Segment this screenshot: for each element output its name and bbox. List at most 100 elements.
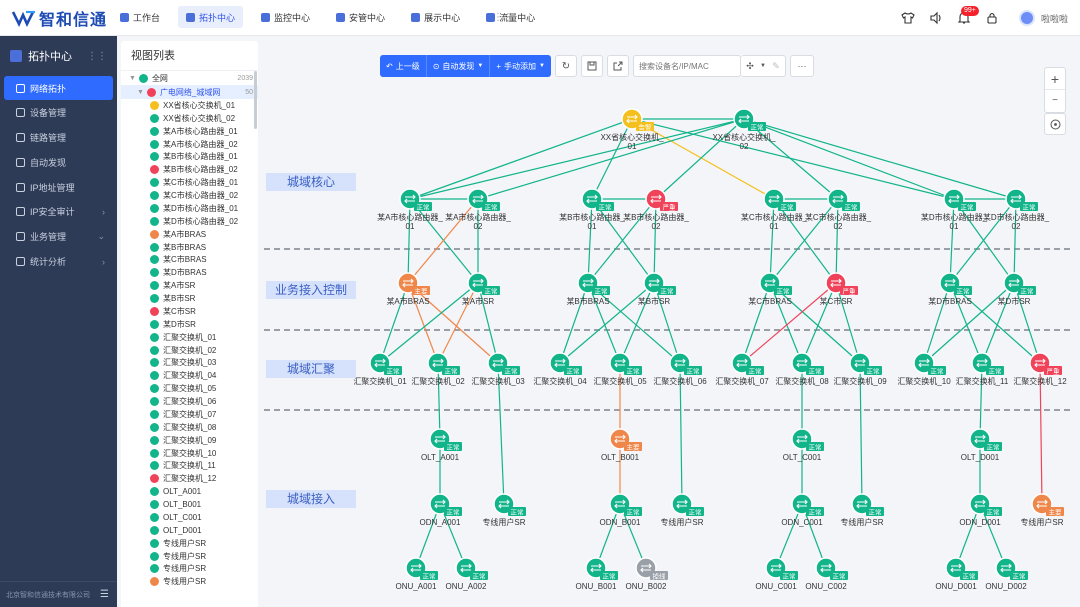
tree-item[interactable]: XX省核心交换机_02 — [121, 112, 258, 125]
tree-item[interactable]: OLT_D001 — [121, 524, 258, 537]
topology-link[interactable] — [775, 503, 803, 569]
topology-link[interactable] — [477, 282, 499, 364]
nav-item-shield[interactable]: 安管中心 — [328, 6, 393, 28]
apps-grid-icon[interactable]: ⋮⋮ — [493, 12, 513, 23]
topology-link[interactable] — [955, 503, 981, 569]
collapse-menu-icon[interactable]: ☰ — [100, 589, 109, 600]
sidebar-item-6[interactable]: 业务管理⌄ — [4, 225, 113, 249]
auto-discover-button[interactable]: ⊙自动发现▼ — [427, 55, 491, 77]
tree-item[interactable]: 某D市核心路由器_01 — [121, 202, 258, 215]
topology-link[interactable] — [949, 282, 1041, 364]
more-button[interactable]: ··· — [789, 55, 814, 77]
sidebar-item-3[interactable]: 自动发现 — [4, 150, 113, 174]
zoom-in-button[interactable]: + — [1045, 68, 1065, 90]
topology-link[interactable] — [559, 282, 655, 364]
topology-link[interactable] — [979, 362, 983, 440]
volume-icon[interactable] — [929, 11, 943, 25]
topology-link[interactable] — [653, 198, 657, 284]
topology-link[interactable] — [769, 282, 803, 364]
tree-item[interactable]: 汇聚交换机_07 — [121, 408, 258, 421]
topology-link[interactable] — [679, 362, 683, 505]
tree-item[interactable]: 某C市核心路由器_01 — [121, 176, 258, 189]
topology-link[interactable] — [619, 282, 655, 364]
tree-root[interactable]: ▼ 全网 2039 — [121, 71, 258, 85]
topology-link[interactable] — [477, 118, 745, 200]
sidebar-item-5[interactable]: IP安全审计› — [4, 200, 113, 224]
topology-link[interactable] — [743, 118, 839, 200]
topology-link[interactable] — [415, 503, 441, 569]
tree-item[interactable]: 某B市核心路由器_02 — [121, 163, 258, 176]
topology-link[interactable] — [587, 282, 681, 364]
tree-item[interactable]: 汇聚交换机_05 — [121, 382, 258, 395]
tree-item[interactable]: OLT_A001 — [121, 485, 258, 498]
sidebar-item-1[interactable]: 设备管理 — [4, 101, 113, 125]
nav-item-display[interactable]: 展示中心 — [403, 6, 468, 28]
topology-link[interactable] — [741, 282, 837, 364]
brand-logo[interactable]: 智和信通 — [12, 7, 107, 29]
topology-link[interactable] — [1039, 362, 1043, 505]
tree-item[interactable]: 某D市SR — [121, 318, 258, 331]
topology-link[interactable] — [437, 282, 479, 364]
topology-link[interactable] — [1013, 282, 1041, 364]
up-level-button[interactable]: ↶上一级 — [380, 55, 427, 77]
topology-link[interactable] — [835, 198, 839, 284]
user-menu[interactable]: 啦啦啦 — [1018, 10, 1068, 26]
topology-link[interactable] — [923, 282, 1015, 364]
caret-down-icon[interactable]: ▼ — [760, 63, 766, 69]
topology-link[interactable] — [587, 198, 657, 284]
topology-link[interactable] — [835, 282, 861, 364]
topology-link[interactable] — [743, 118, 955, 200]
tree-item[interactable]: 专线用户SR — [121, 550, 258, 563]
topology-link[interactable] — [587, 282, 621, 364]
tree-item[interactable]: 某A市核心路由器_02 — [121, 138, 258, 151]
topology-link[interactable] — [743, 118, 1017, 200]
tree-item[interactable]: 某C市核心路由器_02 — [121, 189, 258, 202]
topology-link[interactable] — [559, 282, 589, 364]
nav-item-home[interactable]: 工作台 — [112, 6, 168, 28]
sidebar-item-4[interactable]: IP地址管理 — [4, 175, 113, 199]
tree-item[interactable]: 某A市核心路由器_01 — [121, 125, 258, 138]
topology-link[interactable] — [769, 282, 861, 364]
topology-link[interactable] — [981, 282, 1015, 364]
search-input[interactable] — [632, 55, 741, 77]
tree-item[interactable]: 汇聚交换机_06 — [121, 395, 258, 408]
sidebar-item-7[interactable]: 统计分析› — [4, 250, 113, 274]
scrollbar[interactable] — [254, 71, 257, 129]
topology-link[interactable] — [409, 118, 633, 200]
topology-link[interactable] — [379, 282, 479, 364]
refresh-icon[interactable]: ↻ — [554, 55, 577, 77]
tree-item[interactable]: 某B市SR — [121, 292, 258, 305]
